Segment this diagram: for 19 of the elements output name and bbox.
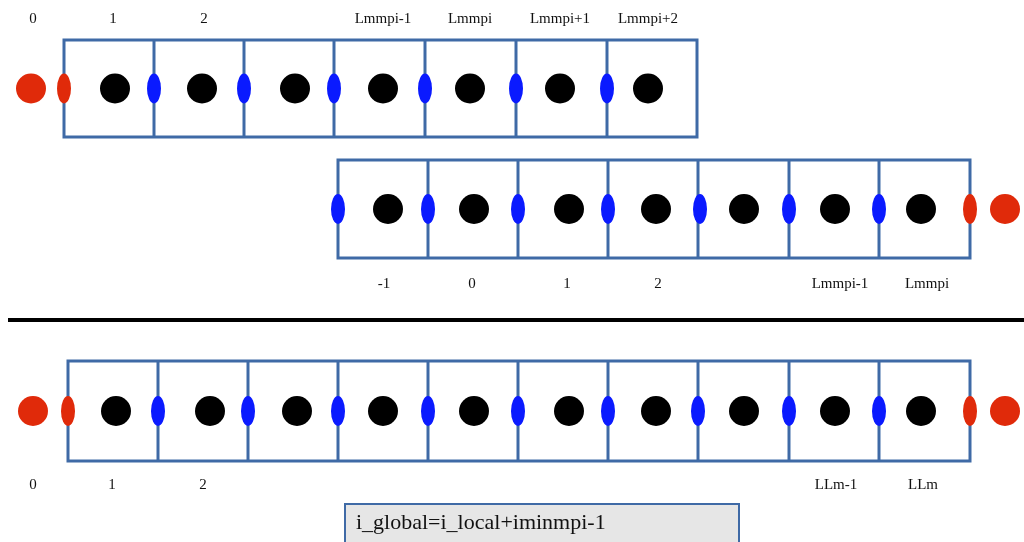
index-label: 2 [200,9,208,27]
index-label: LLm-1 [814,475,858,493]
formula-box: i_global=i_local+iminmpi-1 [344,503,740,542]
index-label: LLm [908,475,938,493]
index-label: 0 [29,9,37,27]
index-label: 1 [109,9,117,27]
index-label: Lmmpi-1 [354,9,412,27]
index-label: 0 [468,274,476,292]
index-label: 2 [199,475,207,493]
index-label: -1 [377,274,391,292]
index-label: 0 [29,475,37,493]
index-label: Lmmpi [904,274,950,292]
index-label: 2 [654,274,662,292]
index-label: 1 [563,274,571,292]
index-label: Lmmpi [447,9,493,27]
index-label: Lmmpi+1 [529,9,591,27]
index-label: Lmmpi+2 [617,9,679,27]
index-label: Lmmpi-1 [811,274,869,292]
index-label: 1 [108,475,116,493]
